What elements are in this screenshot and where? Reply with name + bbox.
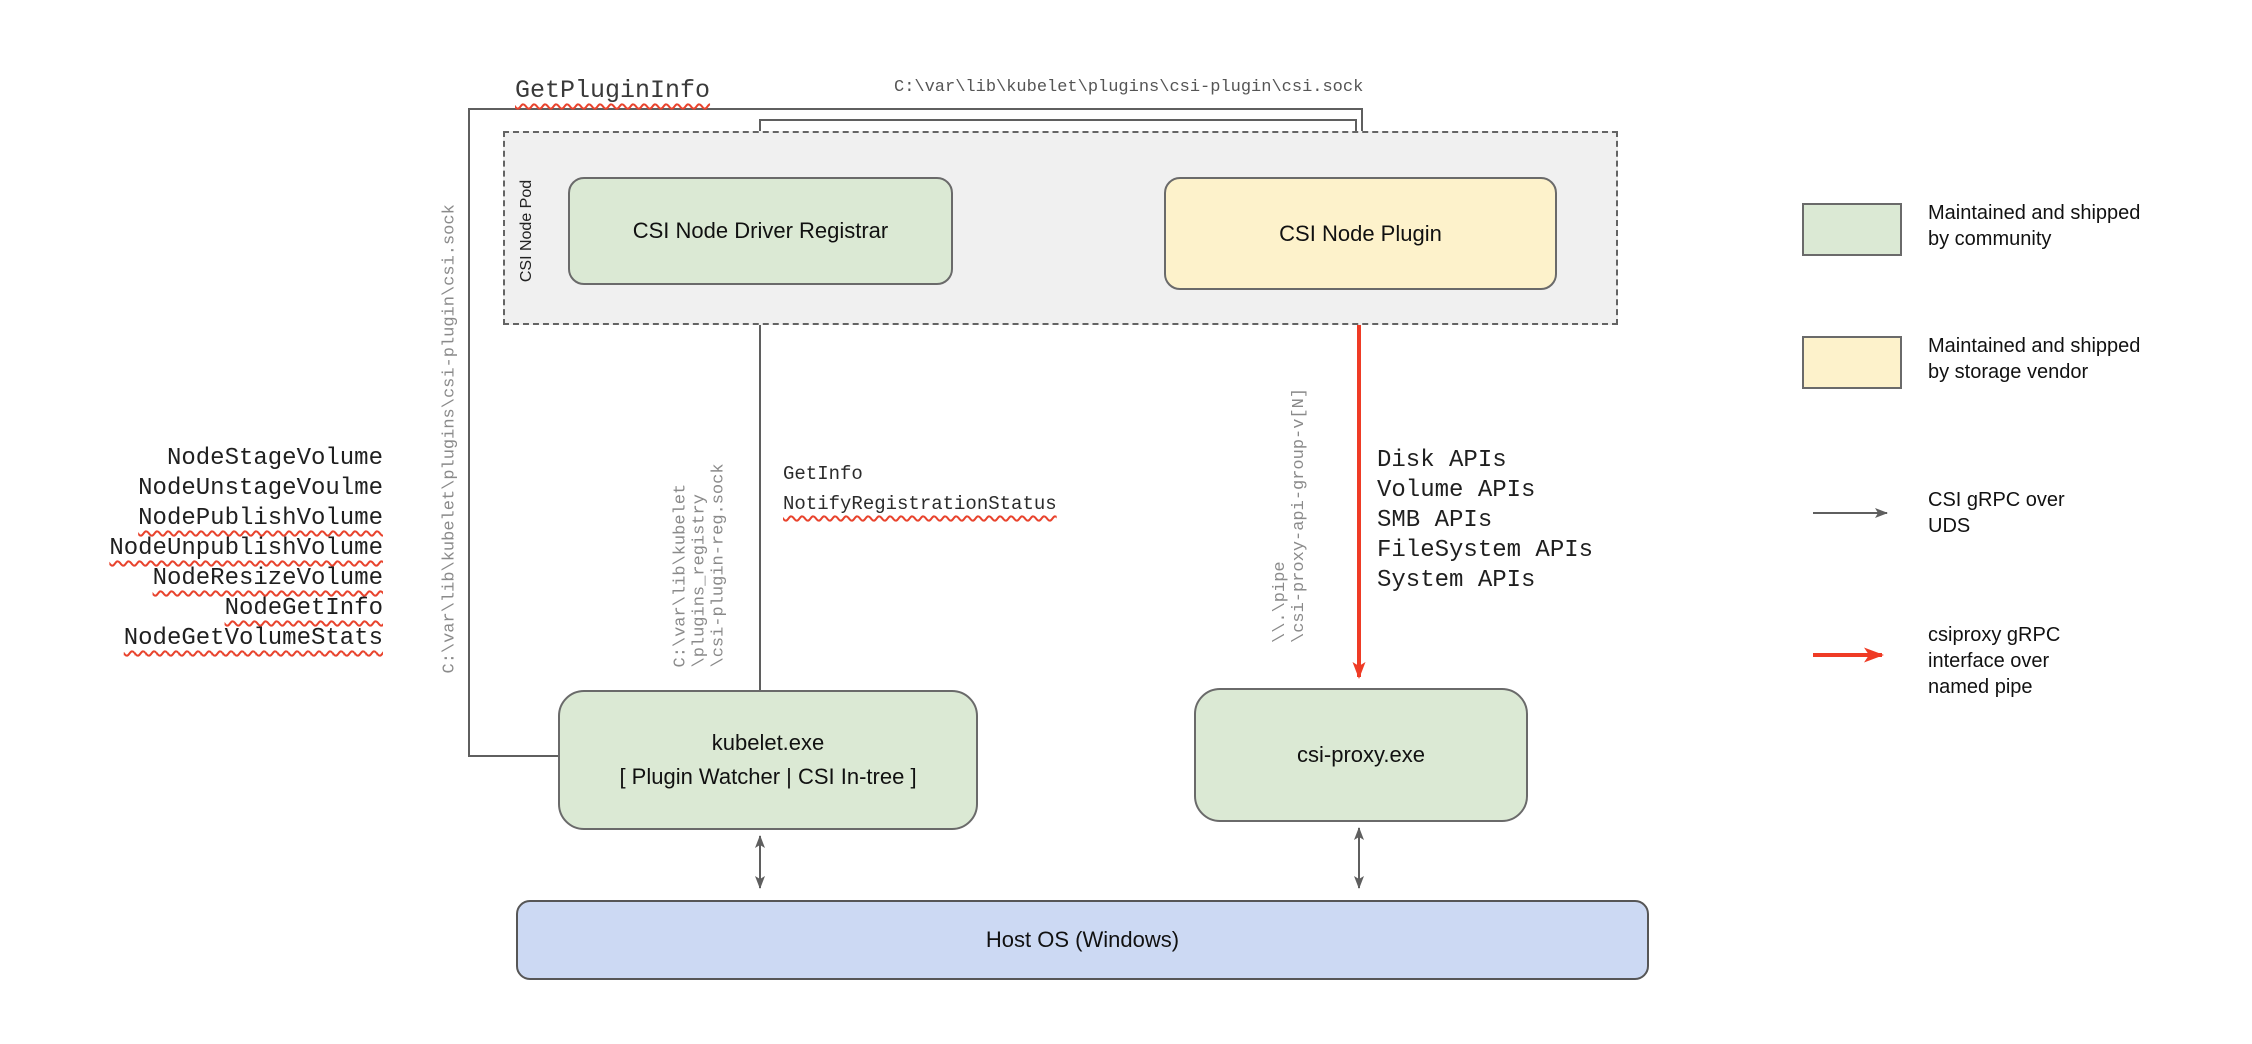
list-item: NodePublishVolume xyxy=(138,505,383,532)
left-socket-path-label: C:\var\lib\kubelet\plugins\csi-plugin\cs… xyxy=(440,204,460,674)
list-item: NodeResizeVolume xyxy=(152,565,383,592)
list-item: NodeUnstageVoulme xyxy=(138,475,383,502)
list-item: Disk APIs xyxy=(1377,447,1507,474)
list-item: System APIs xyxy=(1377,567,1536,594)
legend-uds-text: CSI gRPC over UDS xyxy=(1928,489,2065,537)
list-item: NodeGetInfo xyxy=(224,595,383,622)
registry-socket-path-label: C:\var\lib\kubelet \plugins_registry \cs… xyxy=(671,463,729,668)
list-item: SMB APIs xyxy=(1377,507,1493,534)
kubelet-box: kubelet.exe [ Plugin Watcher | CSI In-tr… xyxy=(558,690,978,830)
legend-community-text: Maintained and shipped by community xyxy=(1928,202,2141,250)
list-item: NodeStageVolume xyxy=(166,445,383,472)
csi-node-pod-label: CSI Node Pod xyxy=(518,179,535,283)
csi-node-driver-registrar-box: CSI Node Driver Registrar xyxy=(568,177,953,285)
node-rpc-call-list: NodeStageVolume NodeUnstageVoulme NodePu… xyxy=(58,444,383,654)
list-item: NodeUnpublishVolume xyxy=(109,535,383,562)
csi-node-plugin-box: CSI Node Plugin xyxy=(1164,177,1557,290)
legend-swatch-community xyxy=(1802,203,1902,256)
get-plugin-info-text: GetPluginInfo xyxy=(515,76,711,105)
legend-swatch-vendor xyxy=(1802,336,1902,389)
list-item: Volume APIs xyxy=(1377,477,1536,504)
legend-namedpipe-text: csiproxy gRPC interface over named pipe xyxy=(1928,624,2061,698)
named-pipe-path-label: \\.\pipe \csi-proxy-api-group-v[N] xyxy=(1271,387,1309,643)
registration-calls-label: GetInfo NotifyRegistrationStatus xyxy=(783,459,1057,519)
arrow-kubelet-to-node-plugin xyxy=(468,108,1367,757)
notify-registration-status-text: NotifyRegistrationStatus xyxy=(783,493,1057,515)
host-os-box: Host OS (Windows) xyxy=(516,900,1649,980)
list-item: NodeGetVolumeStats xyxy=(123,625,383,652)
csi-proxy-box: csi-proxy.exe xyxy=(1194,688,1528,822)
legend-vendor-text: Maintained and shipped by storage vendor xyxy=(1928,335,2141,383)
get-plugin-info-label: GetPluginInfo xyxy=(515,76,710,105)
get-info-text: GetInfo xyxy=(783,463,863,485)
proxy-api-group-list: Disk APIs Volume APIs SMB APIs FileSyste… xyxy=(1377,446,1593,596)
list-item: FileSystem APIs xyxy=(1377,537,1594,564)
top-socket-path-label: C:\var\lib\kubelet\plugins\csi-plugin\cs… xyxy=(894,78,1364,97)
